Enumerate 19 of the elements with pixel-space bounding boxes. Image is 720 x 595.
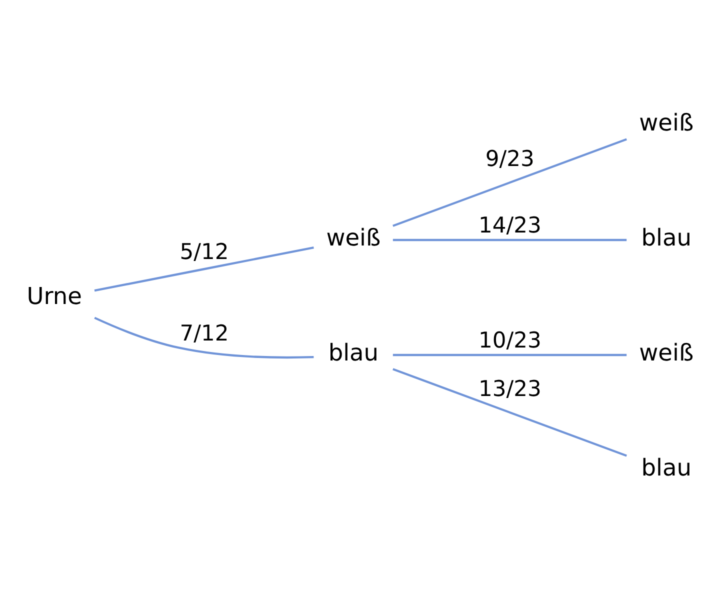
node-text: blau	[641, 454, 692, 482]
connector	[392, 238, 627, 242]
node-text: weiß	[326, 224, 381, 252]
node-text: blau	[641, 224, 692, 252]
node-text: Urne	[26, 282, 82, 310]
node-text: blau	[328, 340, 379, 367]
edge-label: 7/12	[180, 321, 229, 346]
node-text: weiß	[639, 340, 694, 367]
edge-label: 14/23	[478, 214, 542, 239]
connector	[94, 246, 314, 292]
edge-label: 5/12	[180, 240, 229, 265]
connector	[392, 354, 627, 356]
edge-label: 10/23	[478, 328, 542, 354]
connector	[392, 368, 627, 457]
connector	[94, 316, 314, 359]
node-text: weiß	[639, 110, 694, 137]
edge-label: 13/23	[478, 376, 542, 402]
connector	[392, 138, 627, 227]
edge-label: 9/23	[485, 146, 534, 172]
